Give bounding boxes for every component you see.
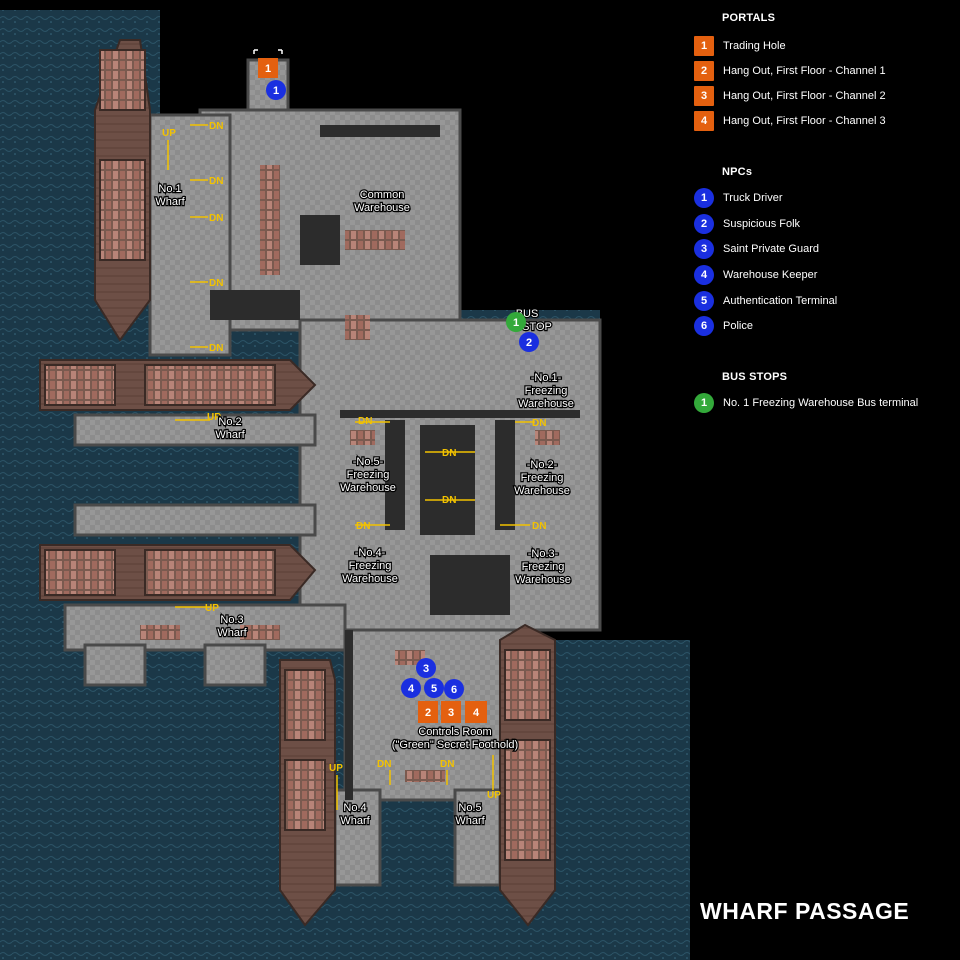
legend-npc-label: Suspicious Folk <box>723 218 801 230</box>
legend-npc-label: Truck Driver <box>723 192 783 204</box>
npc-6-marker[interactable]: 6 <box>444 679 464 699</box>
npc-3-number: 3 <box>423 663 429 675</box>
stair-label-dn: DN <box>356 521 370 532</box>
npc-4-number: 4 <box>408 683 415 695</box>
legend-npc-4: 4 Warehouse Keeper <box>694 265 817 285</box>
npc-4-marker[interactable]: 4 <box>401 678 421 698</box>
portal-icon: 3 <box>694 86 714 106</box>
map-title: WHARF PASSAGE <box>700 898 910 924</box>
legend-portal-label: Hang Out, First Floor - Channel 1 <box>723 65 886 77</box>
legend-heading-portals: PORTALS <box>722 12 776 24</box>
bus-stop-1-number: 1 <box>513 317 519 329</box>
npc-icon: 1 <box>694 188 714 208</box>
stair-label-dn: DN <box>209 176 223 187</box>
npc-icon: 2 <box>694 214 714 234</box>
portal-3-marker[interactable]: 3 <box>441 701 461 723</box>
label-controls-room: Controls Room("Green" Secret Foothold) <box>392 726 518 751</box>
npc-5-marker[interactable]: 5 <box>424 678 444 698</box>
ships <box>39 39 556 927</box>
stair-label-dn: DN <box>358 416 372 427</box>
legend-heading-npcs: NPCs <box>722 166 753 178</box>
portal-1-marker[interactable]: 1 <box>258 58 278 78</box>
bus-stop-icon: 1 <box>694 393 714 413</box>
stair-label-up: UP <box>487 790 501 801</box>
npc-6-number: 6 <box>451 684 457 696</box>
legend-npc-label: Police <box>723 320 753 332</box>
legend-npc-label: Warehouse Keeper <box>723 269 818 281</box>
portal-1-number: 1 <box>265 63 271 75</box>
portal-icon: 4 <box>694 111 714 131</box>
legend-npc-6: 6 Police <box>694 316 753 336</box>
stair-label-up: UP <box>205 603 219 614</box>
legend-bus-stop-label: No. 1 Freezing Warehouse Bus terminal <box>723 397 919 409</box>
legend-heading-bus-stops: BUS STOPS <box>722 371 788 383</box>
portal-2-number: 2 <box>425 707 431 719</box>
npc-icon: 4 <box>694 265 714 285</box>
npc-1-number: 1 <box>273 85 279 97</box>
stair-label-dn: DN <box>209 343 223 354</box>
npc-icon: 6 <box>694 316 714 336</box>
portal-3-number: 3 <box>448 707 454 719</box>
portal-4-marker[interactable]: 4 <box>465 701 487 723</box>
npc-icon: 3 <box>694 239 714 259</box>
stair-label-dn: DN <box>532 521 546 532</box>
bus-stop-1-marker[interactable]: 1 <box>506 312 526 332</box>
legend-npc-label: Authentication Terminal <box>723 295 838 307</box>
legend-portal-label: Trading Hole <box>723 40 786 52</box>
stair-arrows <box>167 124 535 810</box>
portal-icon: 1 <box>694 36 714 56</box>
stair-label-dn: DN <box>442 448 456 459</box>
legend-npc-1: 1 Truck Driver <box>694 188 782 208</box>
npc-5-number: 5 <box>431 683 437 695</box>
legend-npc-2: 2 Suspicious Folk <box>694 214 800 234</box>
legend-portal-label: Hang Out, First Floor - Channel 3 <box>723 115 886 127</box>
stair-label-up: UP <box>329 763 343 774</box>
portal-icon: 2 <box>694 61 714 81</box>
stair-label-dn: DN <box>532 418 546 429</box>
legend-portal-1: 1 Trading Hole <box>694 36 786 56</box>
legend-portal-label: Hang Out, First Floor - Channel 2 <box>723 90 886 102</box>
legend-npc-3: 3 Saint Private Guard <box>694 239 819 259</box>
npc-2-number: 2 <box>526 337 532 349</box>
legend-npc-5: 5 Authentication Terminal <box>694 291 837 311</box>
legend-bus-stop-1: 1 No. 1 Freezing Warehouse Bus terminal <box>694 393 918 413</box>
stair-label-up: UP <box>162 128 176 139</box>
portal-4-number: 4 <box>473 707 480 719</box>
stair-label-up: UP <box>207 412 221 423</box>
interior-walls <box>210 125 580 800</box>
stair-label-dn: DN <box>209 121 223 132</box>
stair-label-dn: DN <box>440 759 454 770</box>
stair-label-dn: DN <box>209 213 223 224</box>
legend-portal-3: 3 Hang Out, First Floor - Channel 2 <box>694 86 886 106</box>
npc-icon: 5 <box>694 291 714 311</box>
stair-label-dn: DN <box>209 278 223 289</box>
legend-npc-label: Saint Private Guard <box>723 243 819 255</box>
npc-2-marker[interactable]: 2 <box>519 332 539 352</box>
npc-3-marker[interactable]: 3 <box>416 658 436 678</box>
legend-portal-4: 4 Hang Out, First Floor - Channel 3 <box>694 111 886 131</box>
legend-portal-2: 2 Hang Out, First Floor - Channel 1 <box>694 61 886 81</box>
npc-1-marker[interactable]: 1 <box>266 80 286 100</box>
stair-label-dn: DN <box>442 495 456 506</box>
portal-2-marker[interactable]: 2 <box>418 701 438 723</box>
stair-label-dn: DN <box>377 759 391 770</box>
cargo-crates <box>140 165 560 782</box>
